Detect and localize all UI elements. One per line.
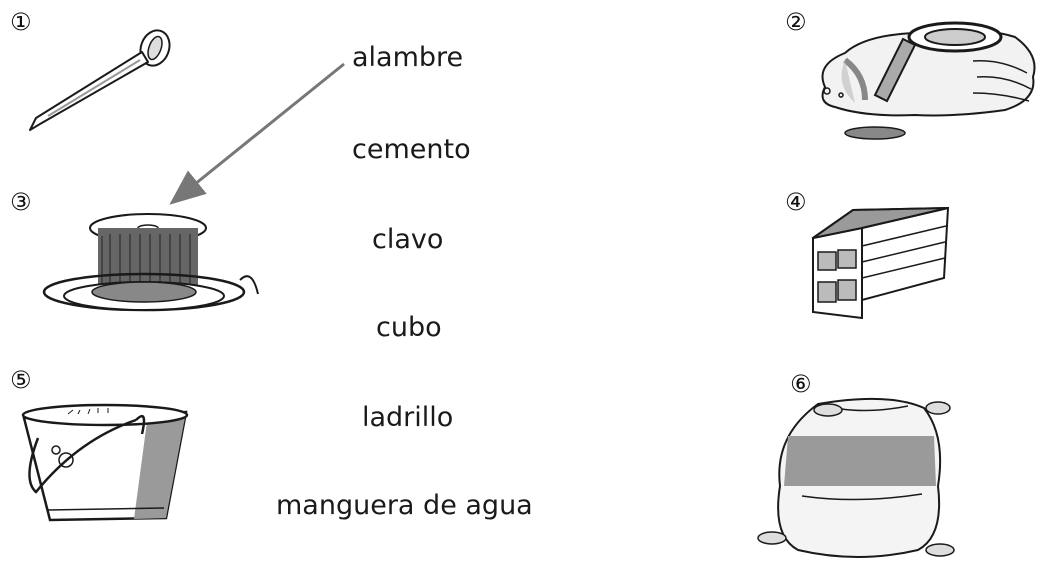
item-number-2: ② xyxy=(785,8,807,36)
cement-bag-icon xyxy=(821,21,1036,140)
word-ladrillo[interactable]: ladrillo xyxy=(362,402,454,433)
wire-spool-icon xyxy=(42,213,259,312)
word-manguera-de-agua[interactable]: manguera de agua xyxy=(276,490,533,521)
word-alambre[interactable]: alambre xyxy=(352,42,464,73)
word-cemento[interactable]: cemento xyxy=(352,134,471,165)
brick-icon xyxy=(811,206,950,320)
item-number-5: ⑤ xyxy=(10,366,32,394)
word-cubo[interactable]: cubo xyxy=(376,312,442,343)
item-number-3: ③ xyxy=(10,188,32,216)
bucket-icon xyxy=(21,403,189,522)
item-number-6: ⑥ xyxy=(790,370,812,398)
word-clavo[interactable]: clavo xyxy=(372,224,444,255)
sack-icon xyxy=(757,397,955,558)
item-number-1: ① xyxy=(10,8,32,36)
nail-icon xyxy=(29,29,171,131)
item-number-4: ④ xyxy=(785,188,807,216)
